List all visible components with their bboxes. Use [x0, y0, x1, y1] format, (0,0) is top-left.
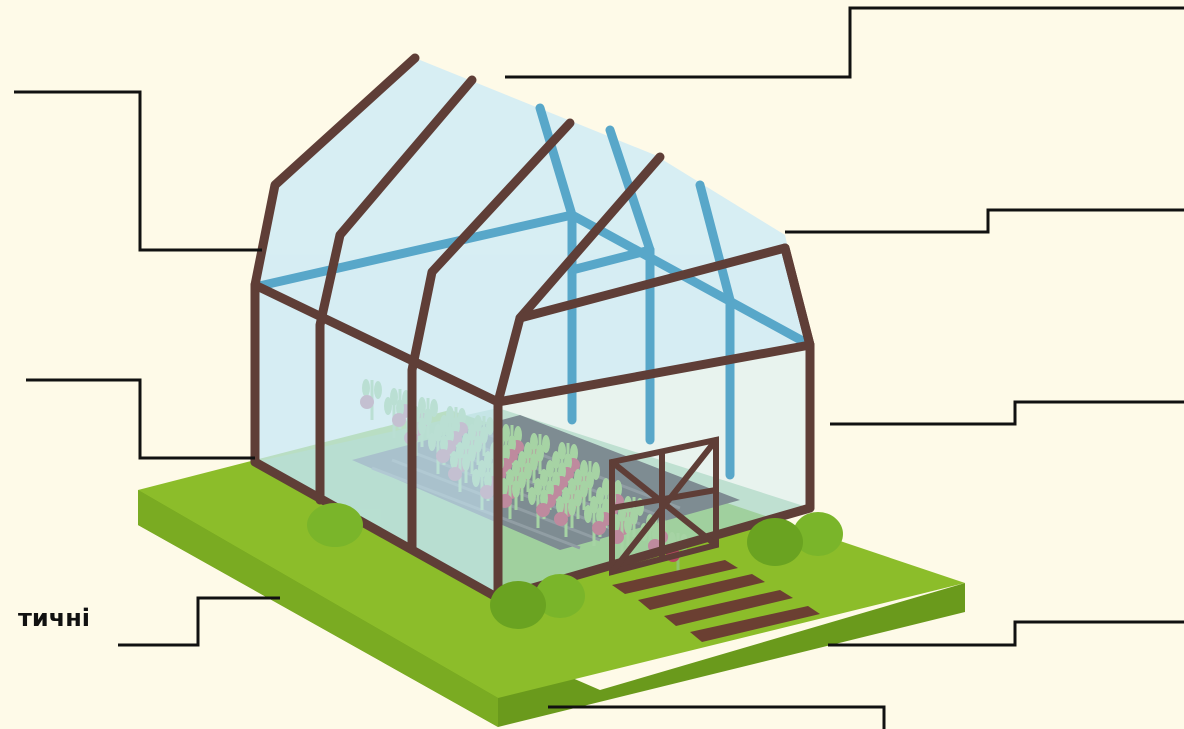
roof-left-callout	[14, 92, 262, 250]
roof-right-callout	[785, 210, 1184, 232]
roof-ridge-callout	[505, 8, 1184, 77]
ground-left-callout	[118, 598, 280, 645]
wall-right-callout	[830, 402, 1184, 424]
base-bottom-callout	[548, 707, 884, 729]
wall-left-callout	[26, 380, 255, 458]
callout-label-left-bottom: тичні	[18, 604, 90, 632]
